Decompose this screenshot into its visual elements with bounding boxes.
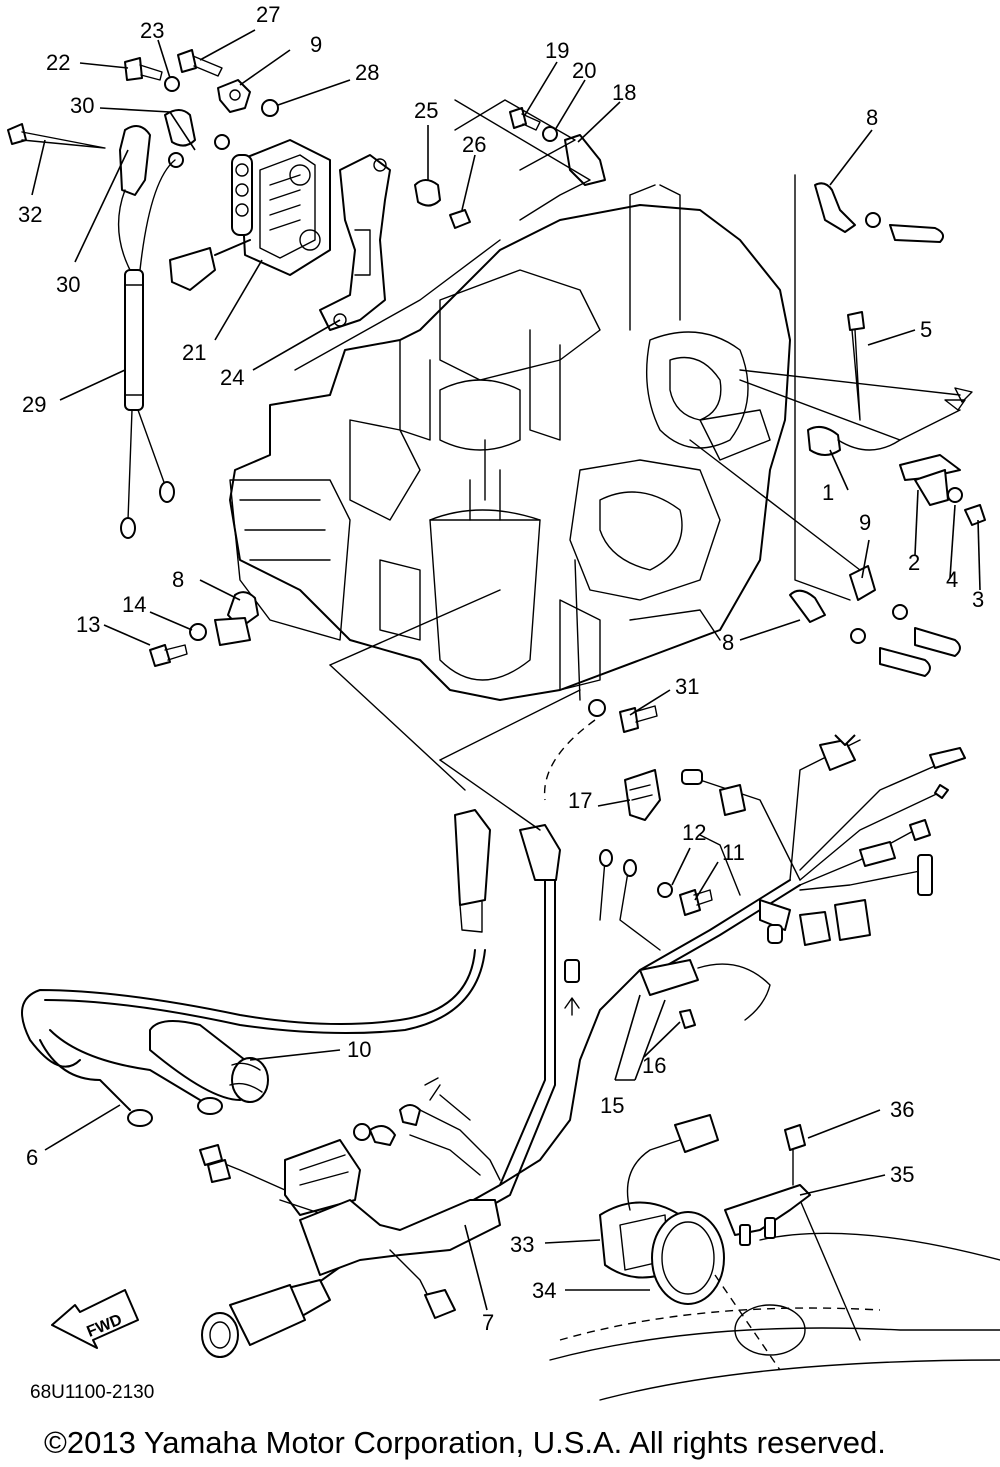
high-tension-lead-29 (117, 159, 176, 539)
bolt-31 (588, 699, 658, 733)
ignition-coil-assembly (169, 139, 391, 331)
callout-16: 16 (642, 1053, 666, 1078)
callout-8-top: 8 (866, 105, 878, 130)
callout-30-bottom: 30 (56, 272, 80, 297)
callout-26: 26 (462, 132, 486, 157)
construction-lines (294, 99, 901, 831)
callout-22: 22 (46, 50, 70, 75)
forward-direction-arrow: FWD (51, 1289, 139, 1349)
callout-25: 25 (414, 98, 438, 123)
callout-15: 15 (600, 1093, 624, 1118)
fasteners-top-left (119, 49, 606, 229)
callout-4: 4 (946, 567, 958, 592)
callout-2: 2 (908, 550, 920, 575)
callout-10: 10 (347, 1037, 371, 1062)
callout-6: 6 (26, 1145, 38, 1170)
callout-23: 23 (140, 18, 164, 43)
clamp-17 (624, 769, 661, 821)
callout-1: 1 (822, 480, 834, 505)
lower-harness (21, 809, 580, 1358)
callout-14: 14 (122, 592, 146, 617)
callout-36: 36 (890, 1097, 914, 1122)
callout-18: 18 (612, 80, 636, 105)
callout-21: 21 (182, 340, 206, 365)
callout-12: 12 (682, 820, 706, 845)
wiring-harness (499, 734, 966, 1186)
callout-8-right: 8 (722, 630, 734, 655)
callout-30-top: 30 (70, 93, 94, 118)
callout-24: 24 (220, 365, 244, 390)
cable-tie-32 (7, 123, 106, 149)
callout-28: 28 (355, 60, 379, 85)
callout-19: 19 (545, 38, 569, 63)
callout-9-right: 9 (859, 510, 871, 535)
callout-7: 7 (482, 1310, 494, 1335)
copyright-notice: ©2013 Yamaha Motor Corporation, U.S.A. A… (44, 1425, 886, 1460)
left-bracket-fasteners (149, 591, 259, 667)
callout-33: 33 (510, 1232, 534, 1257)
callout-17: 17 (568, 788, 592, 813)
callout-13: 13 (76, 612, 100, 637)
callout-labels: 1 2 3 4 5 6 7 8 8 8 9 9 10 11 12 13 14 1… (18, 2, 984, 1335)
figure-code: 68U1100-2130 (30, 1382, 154, 1403)
callout-3: 3 (972, 587, 984, 612)
leader-lines (31, 29, 981, 1311)
callout-31: 31 (675, 674, 699, 699)
callout-34: 34 (532, 1278, 556, 1303)
callout-5: 5 (920, 317, 932, 342)
callout-35: 35 (890, 1162, 914, 1187)
right-side-fasteners (739, 182, 986, 677)
callout-27: 27 (256, 2, 280, 27)
engine-block (229, 184, 791, 701)
callout-8-left: 8 (172, 567, 184, 592)
cowling-parts (549, 1114, 1000, 1401)
callout-29: 29 (22, 392, 46, 417)
callout-32: 32 (18, 202, 42, 227)
callout-11: 11 (722, 840, 745, 865)
callout-20: 20 (572, 58, 596, 83)
callout-9-top: 9 (310, 32, 322, 57)
